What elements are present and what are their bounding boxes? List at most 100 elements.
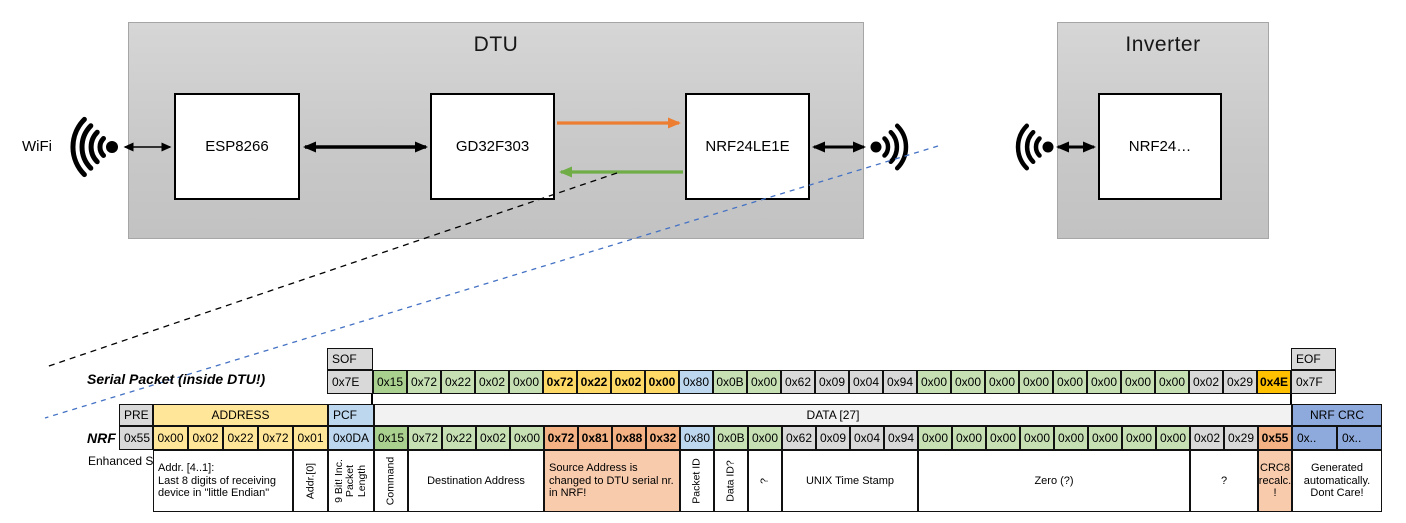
eof-value: 0x7F — [1291, 370, 1336, 394]
pcf-value: 0x0DA — [328, 426, 374, 450]
nrf-byte: 0x00 — [1156, 426, 1190, 450]
serial-header-spacer — [373, 348, 1291, 370]
annotation-vertical-text: 9 Bit! Inc. Packet Length — [333, 459, 368, 503]
serial-byte: 0x00 — [1121, 370, 1155, 394]
nrf-byte: 0x00 — [748, 426, 782, 450]
address-byte: 0x02 — [188, 426, 223, 450]
serial-byte: 0x29 — [1223, 370, 1257, 394]
serial-byte: 0x00 — [917, 370, 951, 394]
nrf-byte: 0x29 — [1224, 426, 1258, 450]
wifi-icon-left — [70, 116, 118, 178]
serial-byte: 0x02 — [611, 370, 645, 394]
pre-header: PRE — [119, 404, 153, 426]
serial-byte: 0x00 — [985, 370, 1019, 394]
serial-byte: 0x00 — [951, 370, 985, 394]
annotation-vertical-text: Command — [384, 456, 397, 506]
annotation-5: Source Address is changed to DTU serial … — [544, 450, 680, 512]
serial-byte: 0x00 — [1053, 370, 1087, 394]
nrf-byte: 0x00 — [986, 426, 1020, 450]
address-byte: 0x01 — [293, 426, 328, 450]
nrf-byte: 0x00 — [918, 426, 952, 450]
address-byte: 0x00 — [153, 426, 188, 450]
component-gd32f303: GD32F303 — [430, 93, 555, 200]
serial-byte: 0x00 — [747, 370, 781, 394]
sof-value: 0x7E — [327, 370, 373, 394]
serial-byte: 0x0B — [713, 370, 747, 394]
serial-byte: 0x72 — [543, 370, 577, 394]
serial-byte: 0x00 — [1087, 370, 1121, 394]
nrf-byte: 0x00 — [510, 426, 544, 450]
serial-byte: 0x72 — [407, 370, 441, 394]
annotation-10: Zero (?) — [918, 450, 1190, 512]
nrf-byte: 0x72 — [408, 426, 442, 450]
nrf-crc-byte: 0x.. — [1292, 426, 1337, 450]
serial-byte: 0x22 — [441, 370, 475, 394]
wifi-icon-dtu — [870, 123, 909, 171]
annotation-11: ? — [1190, 450, 1258, 512]
serial-byte: 0x00 — [1019, 370, 1053, 394]
nrf-byte: 0x81 — [578, 426, 612, 450]
serial-byte: 0x4E — [1257, 370, 1291, 394]
serial-byte: 0x15 — [373, 370, 407, 394]
nrf-crc-byte: 0x.. — [1337, 426, 1382, 450]
address-header: ADDRESS — [153, 404, 328, 426]
nrf-byte: 0x80 — [680, 426, 714, 450]
serial-byte: 0x94 — [883, 370, 917, 394]
eof-header: EOF — [1291, 348, 1336, 370]
annotation-vertical-text: Data ID? — [724, 460, 737, 502]
nrf-byte: 0x00 — [1054, 426, 1088, 450]
serial-packet-label: Serial Packet (inside DTU!) — [87, 371, 266, 387]
serial-byte: 0x80 — [679, 370, 713, 394]
annotation-4: Destination Address — [408, 450, 544, 512]
nrf-byte: 0x72 — [544, 426, 578, 450]
component-inverter-nrf24: NRF24… — [1098, 93, 1222, 200]
serial-byte: 0x00 — [645, 370, 679, 394]
wifi-label: WiFi — [22, 138, 52, 155]
nrf-byte: 0x62 — [782, 426, 816, 450]
nrf-crc-header: NRF CRC — [1292, 404, 1382, 426]
nrf-byte: 0x0B — [714, 426, 748, 450]
nrf-byte: 0x32 — [646, 426, 680, 450]
wifi-icon-inverter — [1015, 123, 1054, 171]
annotation-vertical-text: Addr.[0] — [303, 462, 316, 500]
annotation-6: Packet ID — [680, 450, 714, 512]
pcf-header: PCF — [328, 404, 374, 426]
address-byte: 0x72 — [258, 426, 293, 450]
nrf-byte: 0x00 — [1122, 426, 1156, 450]
nrf-byte: 0x55 — [1258, 426, 1292, 450]
component-esp8266: ESP8266 — [174, 93, 300, 200]
nrf-byte: 0x09 — [816, 426, 850, 450]
serial-byte: 0x62 — [781, 370, 815, 394]
nrf-byte: 0x15 — [374, 426, 408, 450]
annotation-vertical-text: ? — [758, 478, 771, 484]
nrf-byte: 0x88 — [612, 426, 646, 450]
data-header: DATA [27] — [374, 404, 1292, 426]
sof-header: SOF — [327, 348, 373, 370]
annotation-1: Addr.[0] — [293, 450, 328, 512]
nrf-byte: 0x02 — [476, 426, 510, 450]
serial-byte: 0x02 — [1189, 370, 1223, 394]
serial-byte: 0x22 — [577, 370, 611, 394]
annotation-2: 9 Bit! Inc. Packet Length — [328, 450, 374, 512]
nrf-byte: 0x00 — [952, 426, 986, 450]
nrf-byte: 0x00 — [1020, 426, 1054, 450]
annotation-7: Data ID? — [714, 450, 748, 512]
annotation-9: UNIX Time Stamp — [782, 450, 918, 512]
nrf-byte: 0x94 — [884, 426, 918, 450]
annotation-0: Addr. [4..1]: Last 8 digits of receiving… — [153, 450, 293, 512]
serial-byte: 0x09 — [815, 370, 849, 394]
nrf-byte: 0x22 — [442, 426, 476, 450]
nrf-byte: 0x00 — [1088, 426, 1122, 450]
component-nrf24le1e: NRF24LE1E — [685, 93, 810, 200]
annotation-vertical-text: Packet ID — [690, 458, 703, 504]
serial-byte: 0x04 — [849, 370, 883, 394]
annotation-12: CRC8 recalc. ! — [1258, 450, 1292, 512]
serial-byte: 0x02 — [475, 370, 509, 394]
annotation-3: Command — [374, 450, 408, 512]
nrf-byte: 0x04 — [850, 426, 884, 450]
serial-byte: 0x00 — [509, 370, 543, 394]
address-byte: 0x22 — [223, 426, 258, 450]
